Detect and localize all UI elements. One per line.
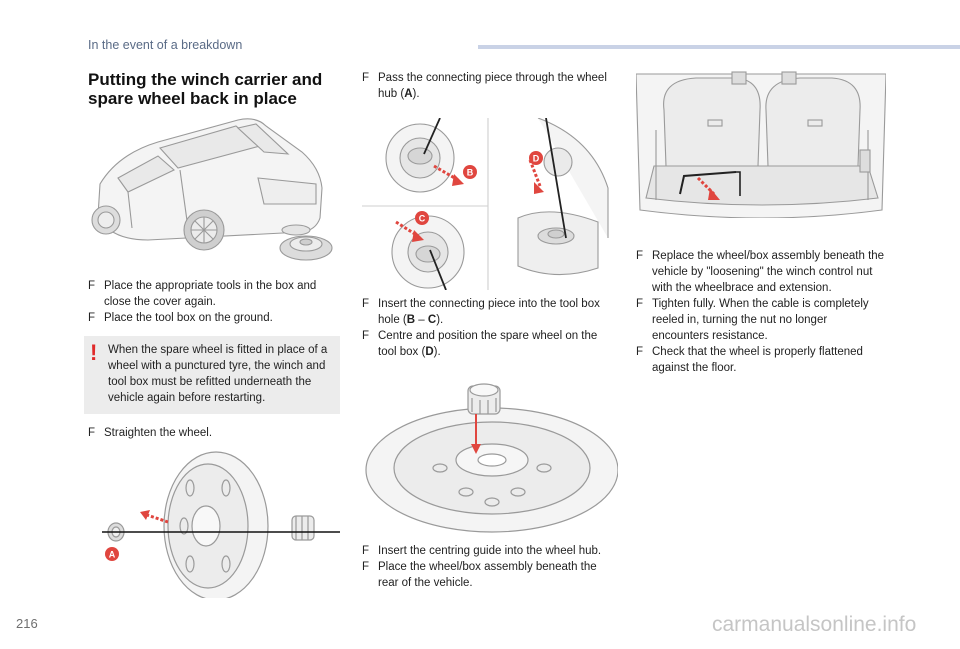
bullet-text-end: ). [436,314,444,326]
bullet-glyph: F [636,298,644,310]
bullet-pass-connector: F Pass the connecting piece through the … [362,70,612,102]
page-number: 216 [16,616,38,631]
watermark: carmanualsonline.info [712,613,917,636]
bullet-text: Straighten the wheel. [104,427,213,439]
bullet-tools: F Place the appropriate tools in the box… [88,278,338,310]
ref-d: D [425,346,434,358]
bullet-insert-connector: F Insert the connecting piece into the t… [362,296,618,328]
callout-a: A [109,550,116,560]
bullet-glyph: F [636,346,644,358]
bullet-check-flattened: F Check that the wheel is properly flatt… [636,344,886,376]
bullet-glyph: F [362,330,370,342]
boot-wheelbrace-illustration [636,71,886,218]
wheel-hub-illustration: A [102,451,340,598]
toolbox-connector-illustration: B C D [362,118,609,290]
bullet-text: Check that the wheel is properly flatten… [652,346,863,374]
bullet-insert-guide: F Insert the centring guide into the whe… [362,543,618,559]
bullet-text: Insert the centring guide into the wheel… [378,545,602,557]
bullet-replace-assembly: F Replace the wheel/box assembly beneath… [636,248,886,296]
bullet-glyph: F [362,298,370,310]
bullet-toolbox: F Place the tool box on the ground. [88,310,338,326]
bullet-text: Pass the connecting piece through the wh… [378,72,607,100]
bullet-place-assembly: F Place the wheel/box assembly beneath t… [362,559,618,591]
centring-guide-illustration [365,383,618,533]
bullet-glyph: F [636,250,644,262]
callout-c: C [419,214,426,224]
dash: – [415,314,428,326]
bullet-text-end: ). [433,346,441,358]
ref-c: C [427,314,437,326]
bullet-text: Centre and position the spare wheel on t… [378,330,598,358]
ref-b: B [406,314,416,326]
warning-icon: ! [90,340,98,365]
bullet-text: Place the tool box on the ground. [104,312,273,324]
ref-a: A [404,88,413,100]
bullet-text: Replace the wheel/box assembly beneath t… [652,250,885,294]
bullet-glyph: F [362,545,370,557]
bullet-glyph: F [88,280,96,292]
car-illustration [91,118,333,261]
bullet-text: Place the appropriate tools in the box a… [104,280,317,308]
bullet-glyph: F [362,561,370,573]
bullet-tighten: F Tighten fully. When the cable is compl… [636,296,886,344]
section-header: In the event of a breakdown [88,38,243,52]
warning-box [84,336,340,414]
bullet-text: Insert the connecting piece into the too… [378,298,600,326]
callout-d: D [533,154,540,164]
callout-b: B [467,168,474,178]
bullet-text-end: ). [412,88,420,100]
bullet-text: Tighten fully. When the cable is complet… [652,298,869,342]
bullet-centre-wheel: F Centre and position the spare wheel on… [362,328,618,360]
bullet-straighten: F Straighten the wheel. [88,425,338,441]
warning-text: When the spare wheel is fitted in place … [108,344,328,404]
bullet-glyph: F [88,427,96,439]
bullet-glyph: F [88,312,96,324]
header-bar [478,45,960,49]
page-title: Putting the winch carrier and spare whee… [88,70,323,108]
bullet-text: Place the wheel/box assembly beneath the… [378,561,597,589]
bullet-glyph: F [362,72,370,84]
